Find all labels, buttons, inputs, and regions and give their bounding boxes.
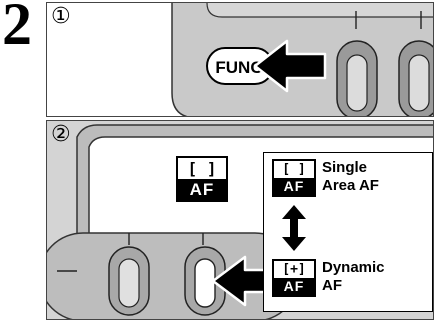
af-bracket-glyph: [ ] (178, 158, 226, 179)
panel-af-mode: ② [ ] AF [ ] AF Single Area AF [+] AF Dy… (46, 120, 434, 320)
af-mode-options: [ ] AF Single Area AF [+] AF Dynamic AF (263, 152, 433, 312)
single-area-af-icon: [ ] AF (272, 159, 316, 197)
af-glyph: AF (178, 179, 226, 200)
panel-func-button: FUNC ① (46, 2, 434, 117)
step-number: 2 (2, 0, 32, 54)
camera-body-illustration: FUNC (47, 3, 434, 117)
single-area-af-label: Single Area AF (322, 159, 379, 195)
dynamic-af-label: Dynamic AF (322, 259, 385, 295)
lcd-af-mode-icon: [ ] AF (176, 156, 228, 202)
step-marker-1: ① (51, 6, 71, 28)
dynamic-af-icon: [+] AF (272, 259, 316, 297)
double-arrow-icon (276, 203, 316, 253)
step-marker-2: ② (51, 124, 71, 146)
